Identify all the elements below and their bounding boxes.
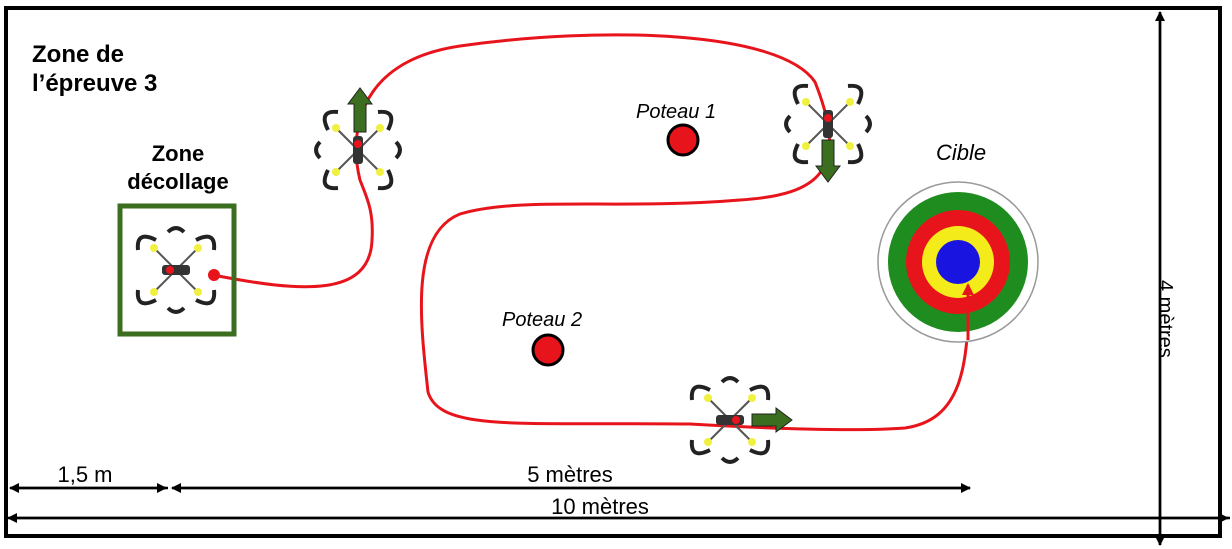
dim-label-1-5m: 1,5 m <box>57 462 113 487</box>
pole-2-label: Poteau 2 <box>502 309 583 331</box>
path-start-point <box>208 269 220 281</box>
takeoff-zone-label: Zone décollage <box>127 141 229 194</box>
pole-1-label: Poteau 1 <box>636 101 717 123</box>
takeoff-zone <box>117 203 237 337</box>
target-label: Cible <box>936 140 987 165</box>
drone-takeoff <box>135 226 217 314</box>
test-area-border <box>4 6 1222 538</box>
dim-label-10m: 10 mètres <box>551 494 649 519</box>
flight-path <box>212 33 975 432</box>
dim-label-5m: 5 mètres <box>527 462 613 487</box>
test-zone-title: Zone de l’épreuve 3 <box>32 41 158 97</box>
pole-2 <box>531 333 565 367</box>
direction-arrow-right-icon <box>751 407 793 433</box>
direction-arrow-up-icon <box>347 87 373 133</box>
pole-1 <box>666 123 700 157</box>
direction-arrow-down-icon <box>815 139 841 183</box>
dim-label-4m: 4 mètres <box>1154 280 1176 358</box>
target <box>877 181 1039 343</box>
